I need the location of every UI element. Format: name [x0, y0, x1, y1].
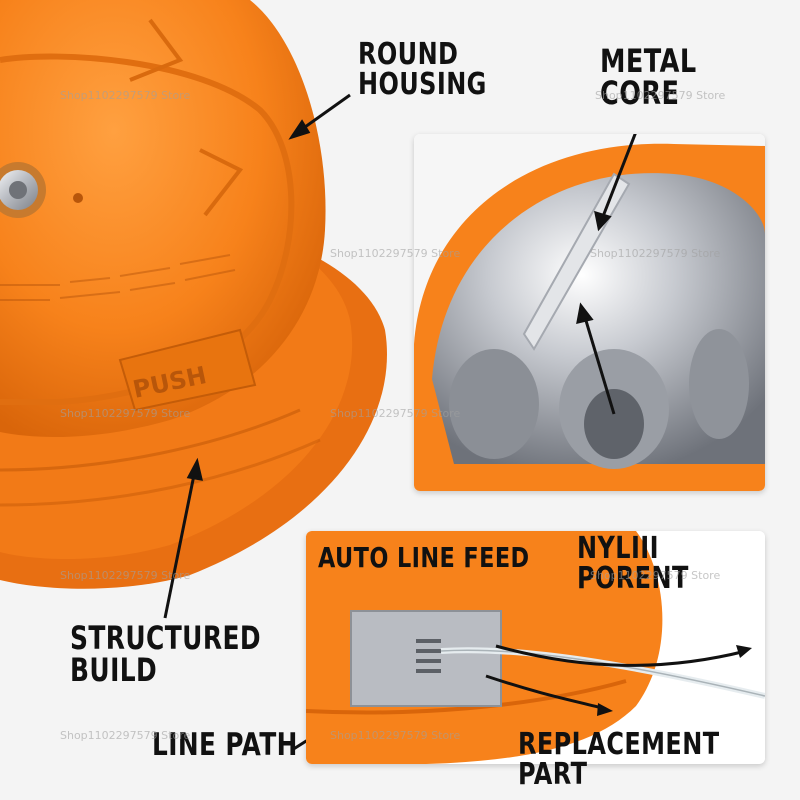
label-auto-line-feed: AUTO LINE FEED: [318, 541, 530, 574]
store-watermark: Shop1102297579 Store: [60, 569, 191, 582]
embossed-text: [0, 254, 236, 301]
arrow-replacement-part: [485, 674, 607, 711]
store-watermark: Shop1102297579 Store: [330, 729, 461, 742]
auto-line-feed-panel: [306, 531, 765, 764]
store-watermark: Shop1102297579 Store: [590, 247, 721, 260]
metal-core-illustration: [414, 134, 765, 491]
store-watermark: Shop1102297579 Store: [595, 89, 726, 102]
push-button-plate: [118, 328, 257, 412]
spring: [416, 639, 441, 673]
arrow-structured-build-head: [186, 457, 203, 481]
label-replacement-part: REPLACEMENT PART: [518, 727, 720, 792]
store-watermark: Shop1102297579 Store: [60, 89, 191, 102]
label-line-path: LINE PATH: [152, 727, 298, 763]
metal-core-panel: [414, 134, 765, 491]
arrow-nylon-porent: [495, 644, 747, 667]
cap-notch: [199, 148, 244, 217]
arrow-round-housing: [297, 93, 351, 134]
line-feed-illustration: [306, 531, 765, 764]
store-watermark: Shop1102297579 Store: [60, 407, 191, 420]
label-round-housing: ROUND HOUSING: [358, 37, 487, 102]
metal-core-arrows: [576, 134, 637, 415]
store-watermark: Shop1102297579 Store: [330, 407, 461, 420]
metal-cavity: [449, 349, 539, 459]
label-nylon-porent: NYLIII PORENT: [577, 531, 689, 596]
cap-small-hole: [73, 193, 83, 203]
label-metal-core: METAL CORE: [600, 42, 697, 112]
line-feed-arrows: [485, 644, 747, 711]
metal-cavity: [689, 329, 749, 439]
line-channel-metal: [350, 610, 502, 707]
store-watermark: Shop1102297579 Store: [60, 729, 191, 742]
arrow-metal-core: [600, 134, 637, 220]
arrow-structured-build: [163, 469, 197, 619]
store-watermark: Shop1102297579 Store: [590, 569, 721, 582]
store-watermark: Shop1102297579 Store: [330, 247, 461, 260]
arrow-metal-core-inner: [582, 313, 616, 415]
housing-top-cap: [0, 0, 326, 437]
housing-ridge: [0, 438, 321, 507]
label-structured-build: STRUCTURED BUILD: [70, 619, 261, 689]
arrow-round-housing-head: [288, 119, 311, 140]
housing-ridge: [0, 408, 301, 472]
cap-notch: [129, 18, 184, 82]
